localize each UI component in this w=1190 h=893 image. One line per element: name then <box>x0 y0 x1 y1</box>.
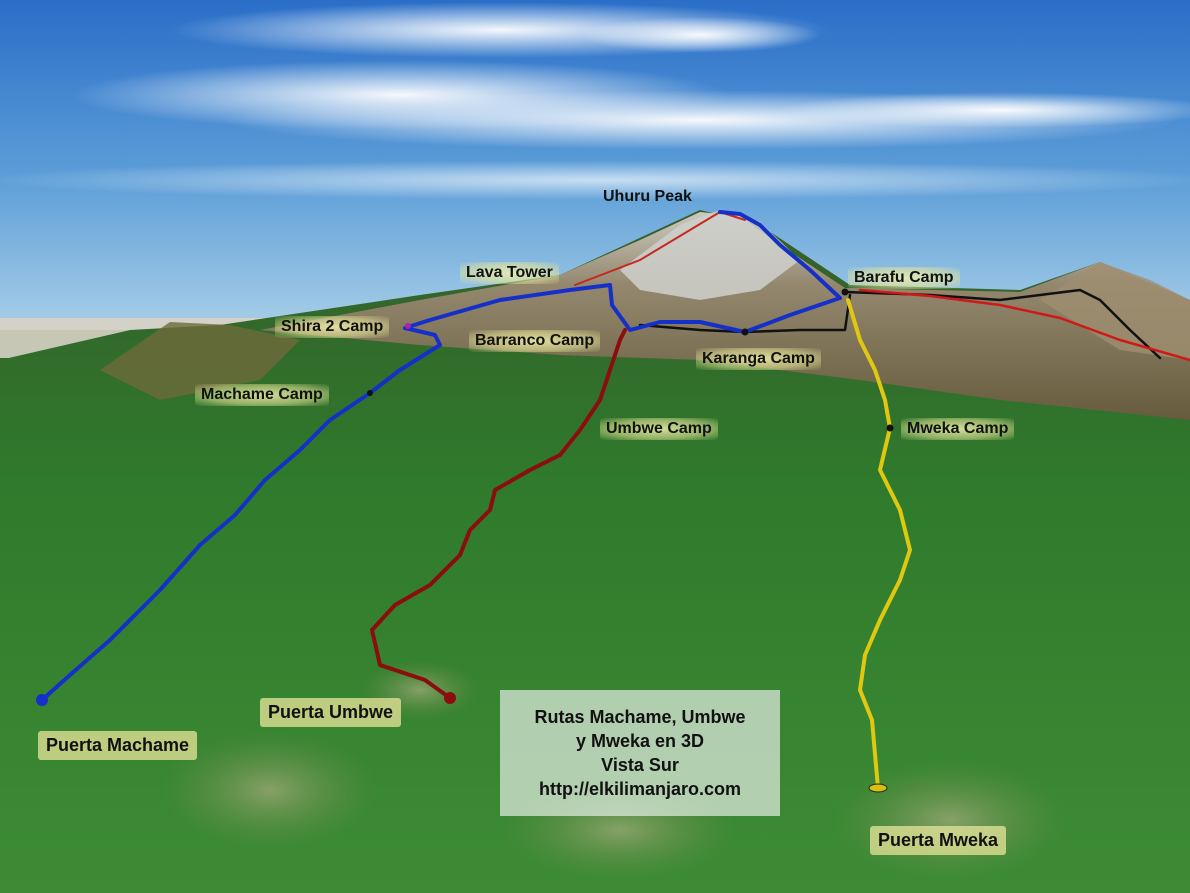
info-title-line1: Rutas Machame, Umbwe <box>534 707 746 727</box>
label-barafu-camp: Barafu Camp <box>848 267 960 289</box>
label-umbwe-camp: Umbwe Camp <box>600 418 718 440</box>
label-lava-tower: Lava Tower <box>460 262 559 284</box>
clouds <box>0 2 1190 200</box>
info-box: Rutas Machame, Umbwe y Mweka en 3D Vista… <box>500 690 780 816</box>
karanga-camp-marker <box>741 328 749 336</box>
route-mweka <box>846 298 912 790</box>
mawenzi-peak <box>1040 262 1190 360</box>
label-machame-camp: Machame Camp <box>195 384 329 406</box>
barafu-camp-marker <box>841 288 849 296</box>
label-mweka-camp: Mweka Camp <box>901 418 1015 440</box>
label-shira-2-camp: Shira 2 Camp <box>275 316 390 338</box>
label-puerta-mweka: Puerta Mweka <box>870 826 1007 855</box>
mountain-rock <box>260 212 1190 420</box>
label-karanga-camp: Karanga Camp <box>696 348 821 370</box>
route-rongai <box>858 288 1190 362</box>
info-subtitle: Vista Sur <box>601 755 679 775</box>
label-barranco-camp: Barranco Camp <box>469 330 601 352</box>
umbwe-gate-marker <box>444 692 456 704</box>
label-puerta-umbwe: Puerta Umbwe <box>260 698 402 727</box>
label-uhuru-peak: Uhuru Peak <box>603 188 692 205</box>
label-puerta-machame: Puerta Machame <box>38 731 198 760</box>
info-website: http://elkilimanjaro.com <box>538 779 742 799</box>
route-umbwe <box>370 328 627 700</box>
shira-2-camp-marker <box>405 323 411 329</box>
shira-ridge <box>100 322 300 400</box>
info-title-line2: y Mweka en 3D <box>575 731 705 751</box>
mweka-gate-marker <box>868 783 888 793</box>
machame-gate-marker <box>36 694 48 706</box>
route-machame <box>40 210 842 702</box>
mweka-camp-marker <box>886 424 894 432</box>
route-circuit <box>638 293 852 334</box>
machame-camp-marker <box>367 390 373 396</box>
kibo-summit <box>620 210 800 300</box>
